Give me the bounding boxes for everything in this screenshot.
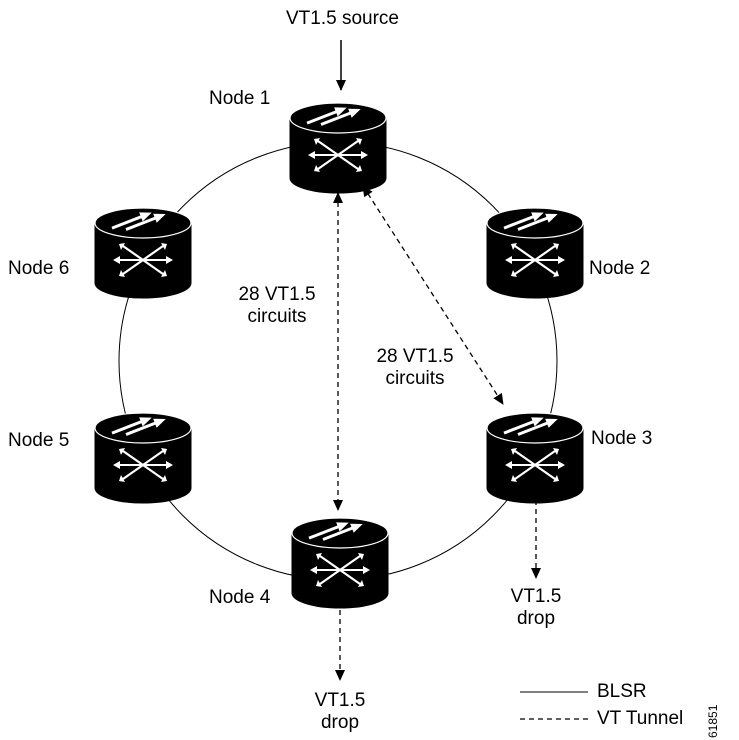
node-4-icon bbox=[291, 517, 389, 609]
legend-tunnel-label: VT Tunnel bbox=[597, 708, 684, 729]
blsr-ring bbox=[118, 141, 558, 581]
node-2-icon bbox=[486, 207, 584, 299]
tunnel-node1-node3 bbox=[362, 185, 504, 405]
node-1-icon bbox=[289, 102, 387, 194]
drop-node4-line2: drop bbox=[320, 712, 360, 733]
node-6-label: Node 6 bbox=[8, 258, 70, 279]
node-2-label: Node 2 bbox=[589, 258, 651, 279]
circuits-label-right: 28 VT1.5 circuits bbox=[360, 346, 470, 390]
source-label: VT1.5 source bbox=[286, 8, 399, 29]
drop-node4-line1: VT1.5 bbox=[314, 690, 366, 711]
node-5-label: Node 5 bbox=[8, 430, 70, 451]
node-4-label: Node 4 bbox=[209, 587, 271, 608]
node-3-label: Node 3 bbox=[591, 428, 653, 449]
node-6-icon bbox=[94, 207, 192, 299]
drop-label-node4: VT1.5 drop bbox=[300, 690, 380, 734]
drop-node3-line2: drop bbox=[516, 608, 556, 629]
circuits-left-line1: 28 VT1.5 bbox=[238, 284, 316, 305]
circuits-label-left: 28 VT1.5 circuits bbox=[222, 284, 332, 328]
drop-label-node3: VT1.5 drop bbox=[496, 586, 576, 630]
node-1-label: Node 1 bbox=[209, 88, 271, 109]
figure-id: 61851 bbox=[706, 704, 720, 738]
node-5-icon bbox=[94, 412, 192, 504]
circuits-right-line1: 28 VT1.5 bbox=[376, 346, 454, 367]
node-3-icon bbox=[486, 412, 584, 504]
legend-blsr-label: BLSR bbox=[597, 681, 647, 702]
drop-node3-line1: VT1.5 bbox=[510, 586, 562, 607]
circuits-left-line2: circuits bbox=[247, 306, 307, 327]
circuits-right-line2: circuits bbox=[385, 368, 445, 389]
